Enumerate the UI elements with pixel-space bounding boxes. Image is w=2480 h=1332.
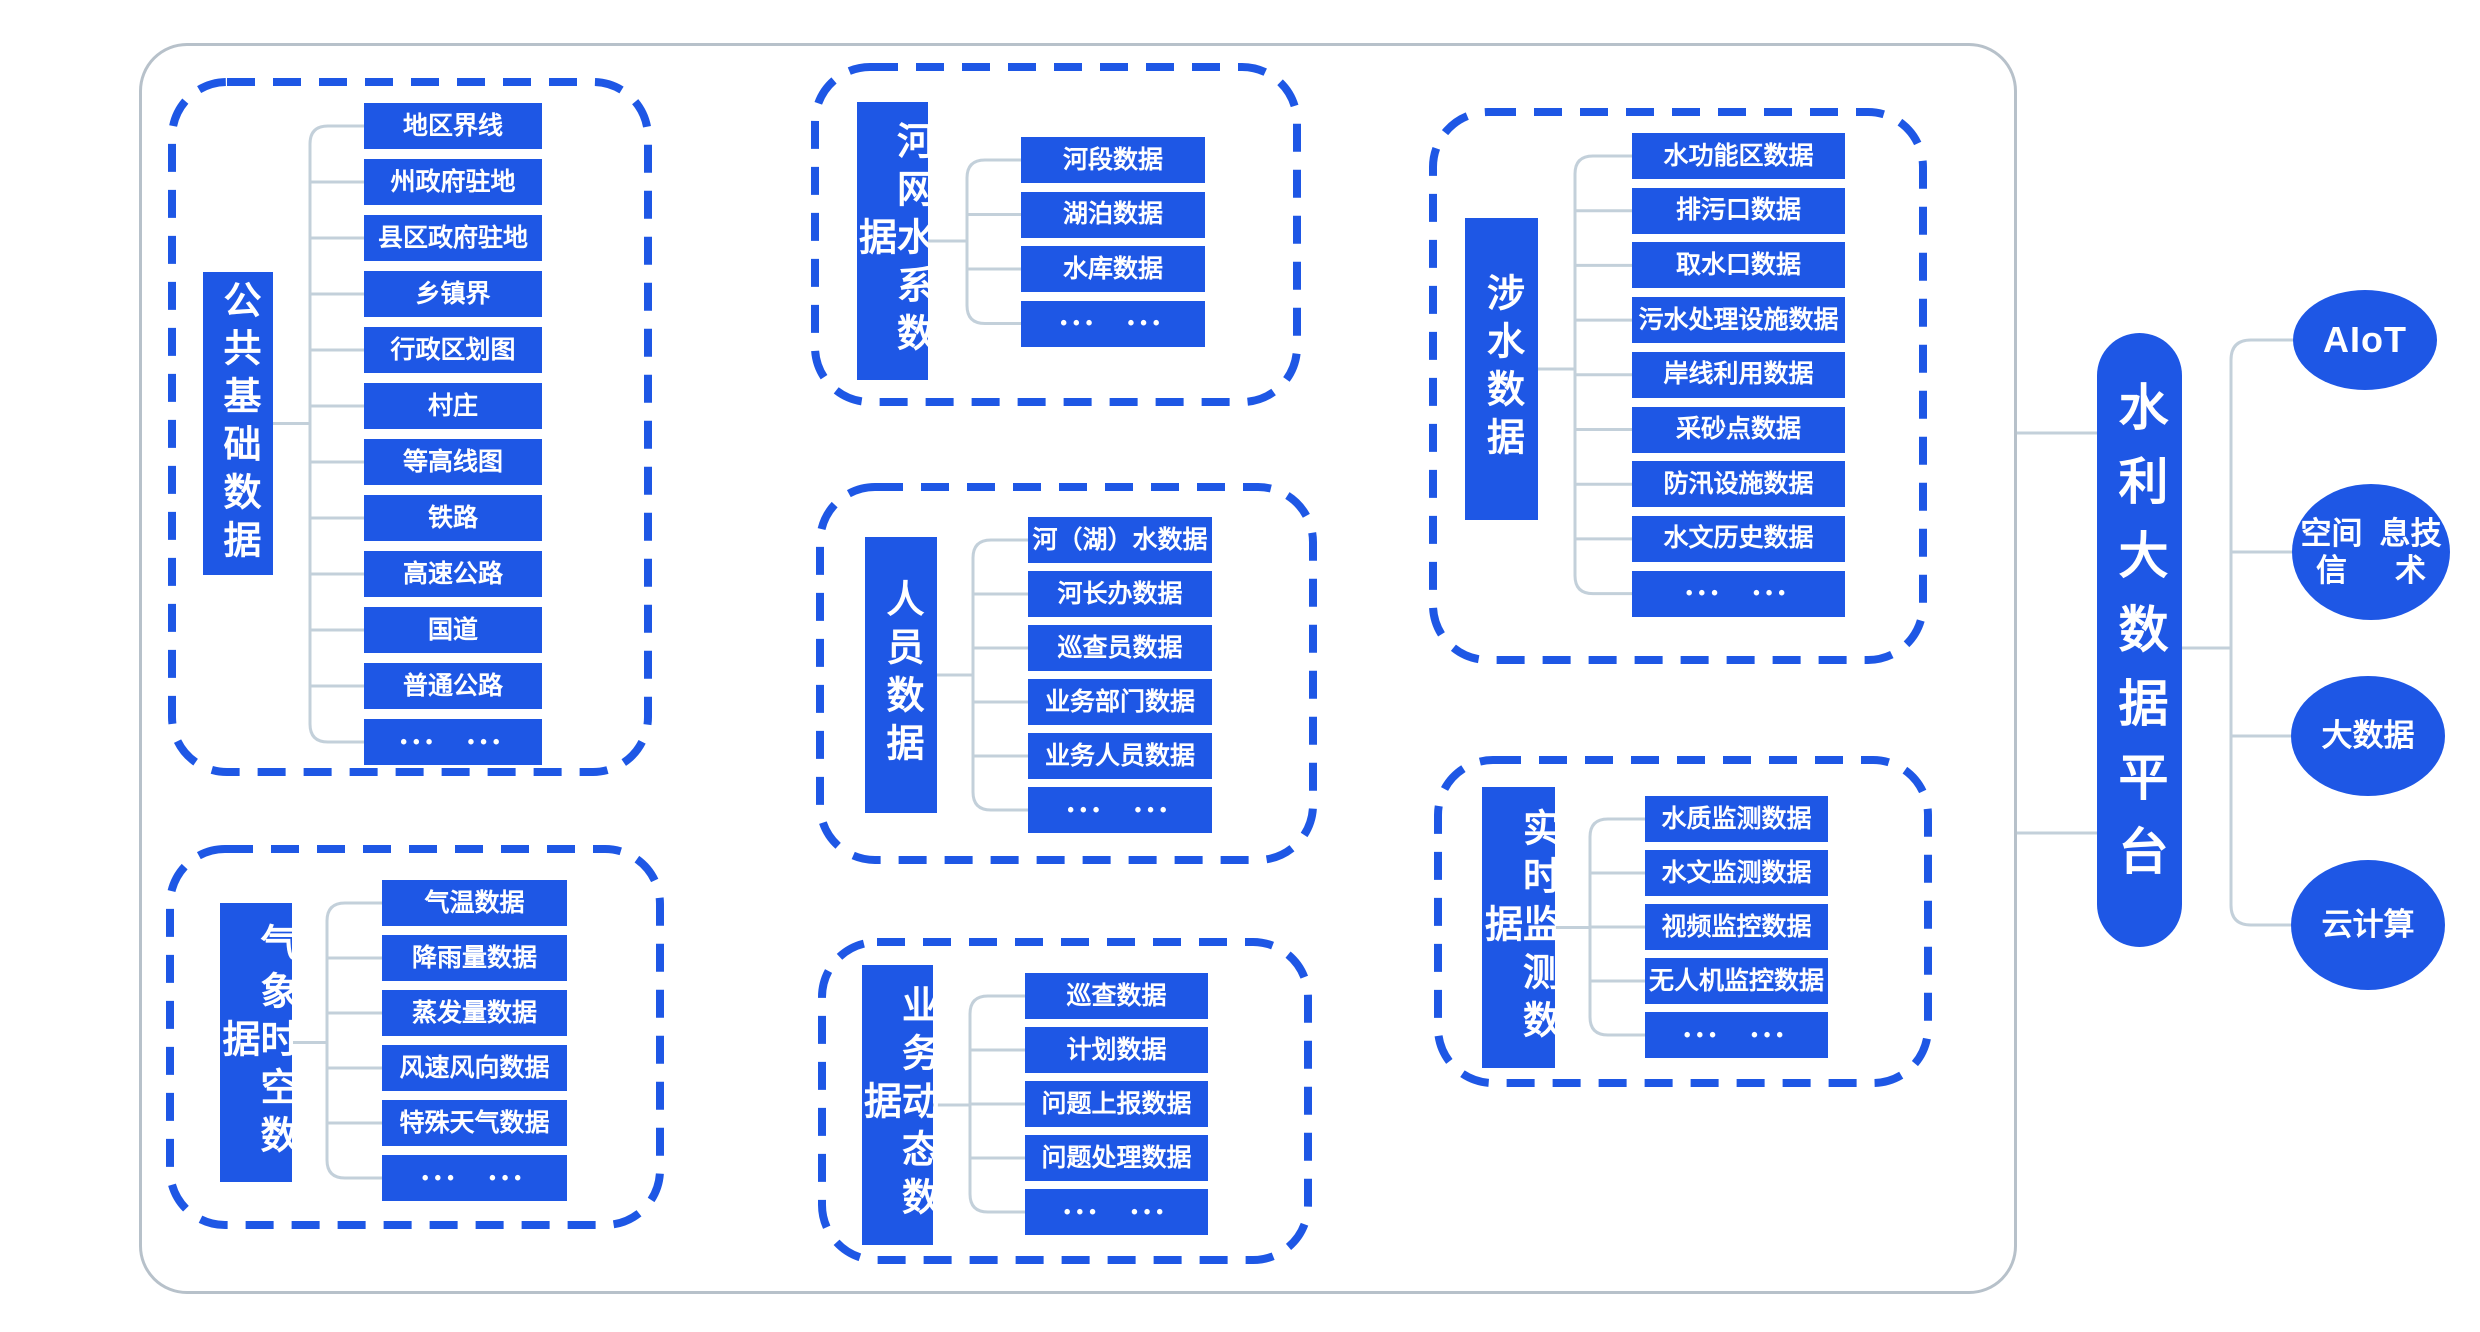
group-outline-realtime-monitoring	[1434, 756, 1932, 1087]
data-item: 州政府驻地	[364, 159, 542, 205]
group-outline-public-base	[168, 78, 652, 776]
data-item-ellipsis: ••• •••	[1028, 787, 1212, 833]
data-item-ellipsis: ••• •••	[1645, 1012, 1828, 1058]
group-label-realtime-monitoring: 实时监测数据	[1479, 787, 1559, 1068]
tech-node-spatial-info: 空间信息技术	[2292, 484, 2450, 620]
group-tree-meteorological	[292, 901, 382, 1180]
tech-node-cloud-computing: 云计算	[2291, 860, 2445, 990]
data-item: 特殊天气数据	[382, 1100, 567, 1146]
group-outline-meteorological	[166, 845, 664, 1229]
data-item: 计划数据	[1025, 1027, 1208, 1073]
data-item: 气温数据	[382, 880, 567, 926]
data-item: 河（湖）水数据	[1028, 517, 1212, 563]
data-item: 蒸发量数据	[382, 990, 567, 1036]
data-item: 巡查数据	[1025, 973, 1208, 1019]
group-label-meteorological: 气象时空数据	[216, 903, 296, 1182]
data-item: 铁路	[364, 495, 542, 541]
data-item: 等高线图	[364, 439, 542, 485]
data-item: 水库数据	[1021, 246, 1205, 292]
group-label-personnel: 人员数据	[865, 537, 937, 813]
data-item: 问题上报数据	[1025, 1081, 1208, 1127]
data-item: 乡镇界	[364, 271, 542, 317]
group-outline-river-network	[811, 63, 1301, 406]
pill-to-tech-spine	[2182, 338, 2293, 927]
data-item: 业务部门数据	[1028, 679, 1212, 725]
platform-pill: 水利大数据平台	[2097, 333, 2182, 947]
group-tree-public-base	[273, 124, 364, 744]
data-item: 防汛设施数据	[1632, 461, 1845, 508]
group-label-business-dynamic: 业务动态数据	[858, 965, 938, 1245]
data-item-ellipsis: ••• •••	[382, 1155, 567, 1201]
group-tree-realtime-monitoring	[1555, 817, 1645, 1037]
data-item: 行政区划图	[364, 327, 542, 373]
data-item: 水质监测数据	[1645, 796, 1828, 842]
data-item: 村庄	[364, 383, 542, 429]
group-label-public-base: 公共基础数据	[203, 272, 273, 575]
data-item: 污水处理设施数据	[1632, 297, 1845, 344]
data-item: 降雨量数据	[382, 935, 567, 981]
data-item: 无人机监控数据	[1645, 958, 1828, 1004]
data-item: 地区界线	[364, 103, 542, 149]
data-item: 高速公路	[364, 551, 542, 597]
data-container-frame	[139, 43, 2017, 1294]
group-outline-personnel	[816, 483, 1317, 864]
data-item-ellipsis: ••• •••	[364, 719, 542, 765]
platform-title: 水利大数据平台	[2111, 381, 2168, 899]
group-label-river-network: 河网水系数据	[853, 102, 933, 380]
data-item: 水功能区数据	[1632, 133, 1845, 179]
data-item: 国道	[364, 607, 542, 653]
data-item: 采砂点数据	[1632, 406, 1845, 453]
group-outline-business-dynamic	[818, 938, 1312, 1264]
data-item: 普通公路	[364, 663, 542, 709]
data-item: 取水口数据	[1632, 242, 1845, 289]
data-item: 视频监控数据	[1645, 904, 1828, 950]
group-tree-river-network	[928, 158, 1021, 325]
data-item: 水文历史数据	[1632, 515, 1845, 562]
data-item: 水文监测数据	[1645, 850, 1828, 896]
data-item: 县区政府驻地	[364, 215, 542, 261]
group-tree-personnel	[937, 538, 1028, 812]
data-item: 河长办数据	[1028, 571, 1212, 617]
data-item-ellipsis: ••• •••	[1021, 300, 1205, 347]
data-item: 风速风向数据	[382, 1045, 567, 1091]
tech-node-big-data: 大数据	[2291, 676, 2445, 796]
data-item-ellipsis: ••• •••	[1632, 570, 1845, 617]
data-item: 问题处理数据	[1025, 1135, 1208, 1181]
data-item: 排污口数据	[1632, 187, 1845, 234]
data-item: 岸线利用数据	[1632, 351, 1845, 398]
data-item: 业务人员数据	[1028, 733, 1212, 779]
tech-node-aiot: AIoT	[2293, 290, 2437, 390]
group-outline-water-related	[1429, 108, 1927, 664]
group-tree-water-related	[1538, 154, 1632, 596]
group-tree-business-dynamic	[933, 994, 1025, 1214]
group-label-water-related: 涉水数据	[1465, 218, 1538, 520]
data-item: 湖泊数据	[1021, 191, 1205, 238]
data-item-ellipsis: ••• •••	[1025, 1189, 1208, 1235]
data-item: 巡查员数据	[1028, 625, 1212, 671]
data-item: 河段数据	[1021, 137, 1205, 183]
